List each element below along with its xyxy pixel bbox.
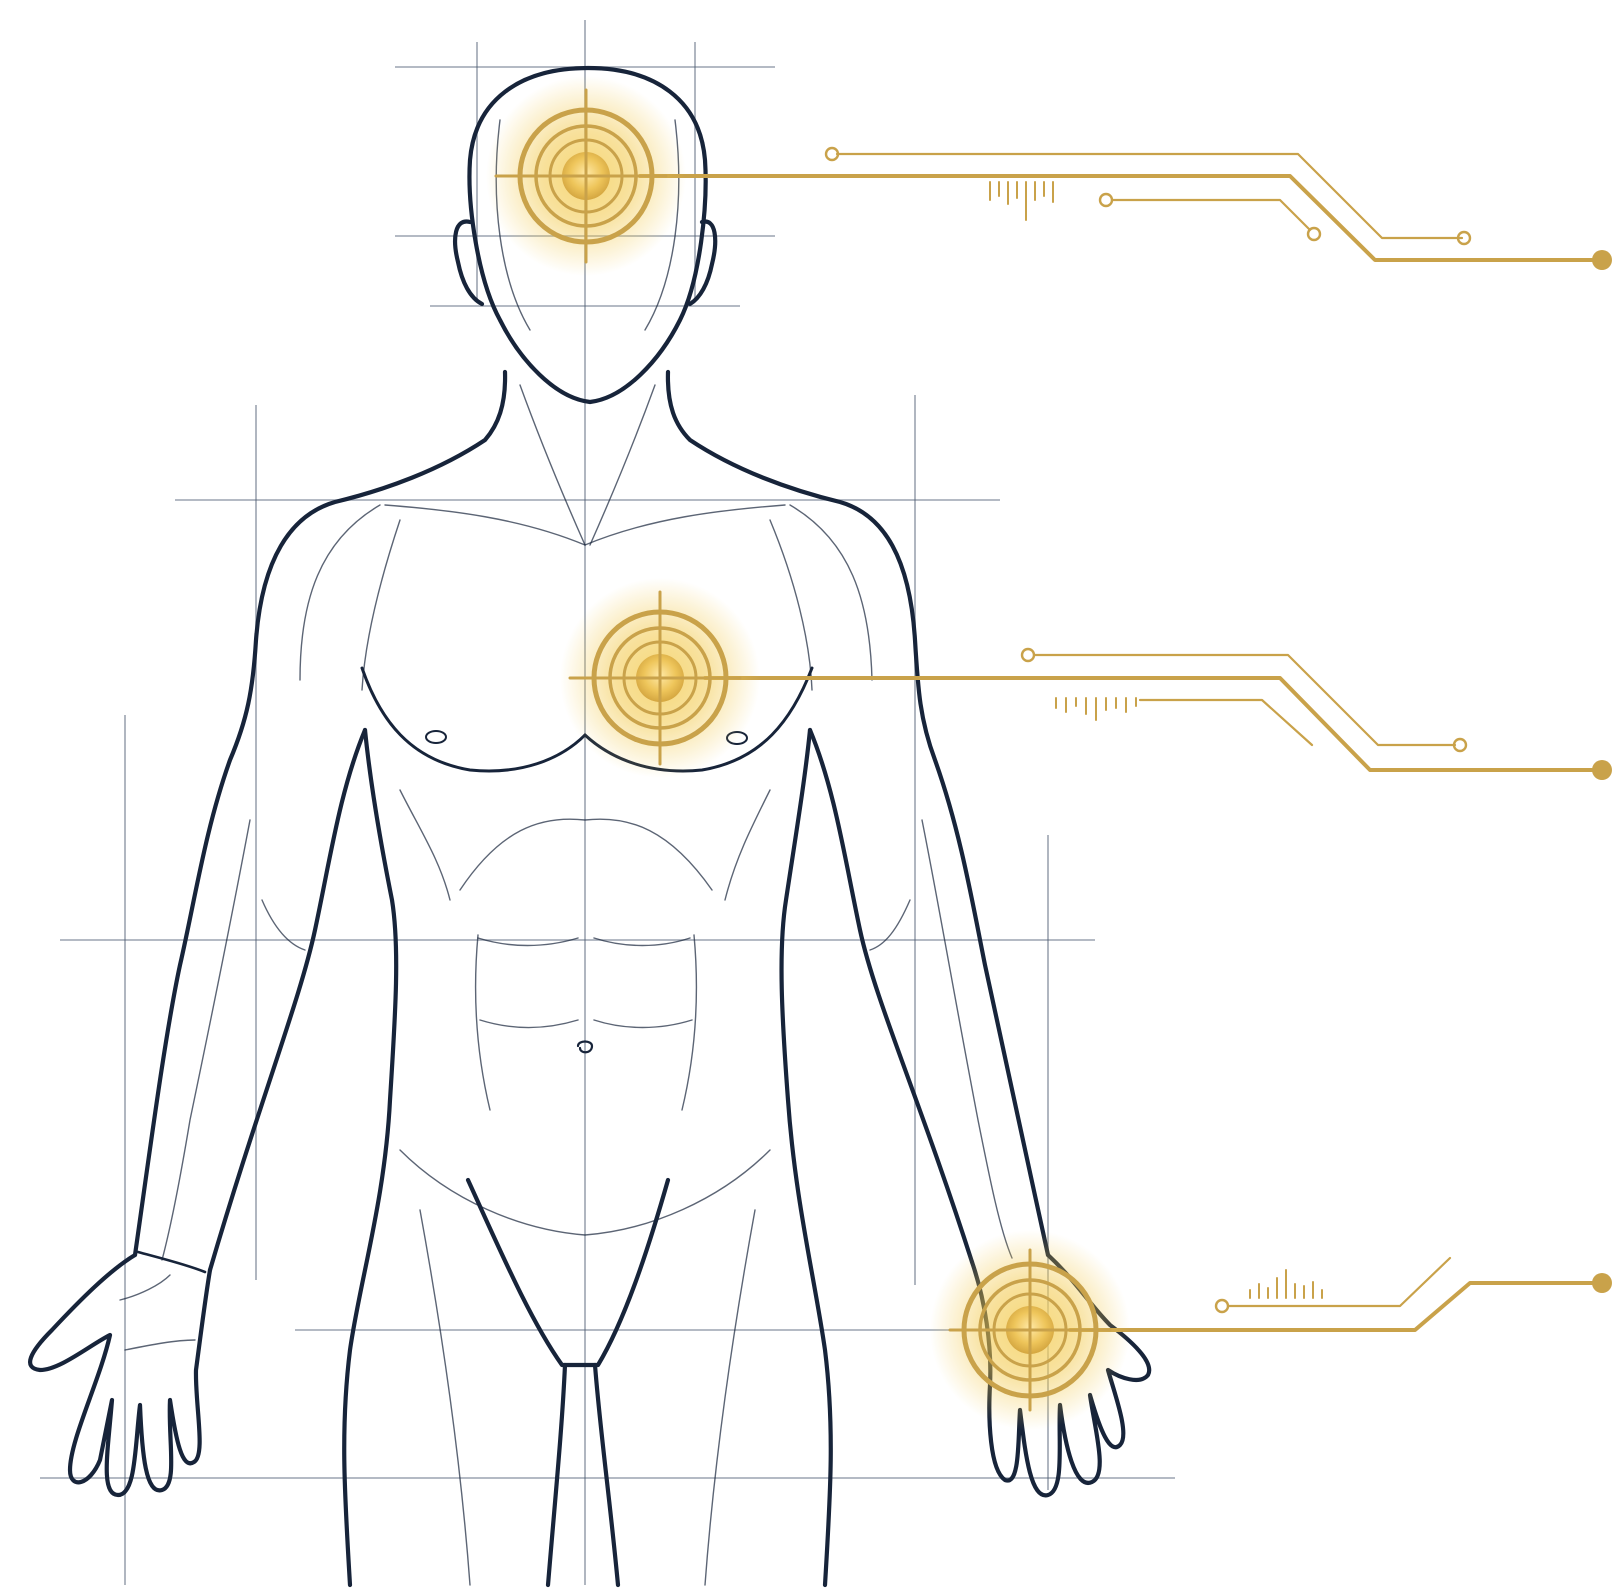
- head-target-marker: [486, 76, 686, 276]
- chest-circuit: [705, 649, 1612, 780]
- circuit-node: [1216, 1300, 1228, 1312]
- serratus: [400, 790, 450, 900]
- abs-row: [480, 1020, 692, 1028]
- deltoid-right: [770, 520, 812, 690]
- head-circuit: [640, 148, 1612, 270]
- circuit-terminal: [1592, 1273, 1612, 1293]
- shoulder-left: [300, 505, 380, 680]
- torso-side-right: [782, 730, 831, 1585]
- nipple-left: [426, 731, 446, 743]
- torso-outline: [668, 372, 1048, 1255]
- circuit-traces: [640, 148, 1612, 1330]
- circuit-node: [1308, 228, 1320, 240]
- wrist-circuit: [1070, 1258, 1612, 1330]
- thigh-left: [420, 1210, 470, 1585]
- neck-muscle: [520, 385, 585, 545]
- torso-side-left: [344, 730, 396, 1585]
- serratus: [725, 790, 770, 900]
- chest-target-marker: [560, 578, 760, 778]
- wrist-target-marker: [930, 1230, 1130, 1430]
- circuit-trace: [640, 176, 1598, 260]
- elbow-right: [870, 900, 910, 950]
- groin: [468, 1180, 668, 1365]
- circuit-trace: [1112, 200, 1310, 230]
- signal-ticks: [990, 182, 1053, 220]
- circuit-terminal: [1592, 250, 1612, 270]
- signal-ticks: [1056, 698, 1136, 720]
- circuit-trace: [1140, 700, 1312, 745]
- circuit-trace: [705, 678, 1598, 770]
- circuit-trace: [1228, 1258, 1450, 1306]
- pec-left: [362, 668, 585, 771]
- abs-upper: [460, 819, 712, 890]
- left-inner-arm: [210, 730, 365, 1270]
- thigh-right: [705, 1210, 755, 1585]
- leg-inner-left: [548, 1365, 565, 1585]
- leg-inner-right: [595, 1365, 618, 1585]
- circuit-terminal: [1592, 760, 1612, 780]
- circuit-node: [1100, 194, 1112, 206]
- deltoid-left: [362, 520, 400, 690]
- neck-muscle: [590, 385, 655, 545]
- right-inner-arm: [810, 730, 972, 1262]
- torso-outline: [135, 372, 505, 1255]
- forearm-left: [162, 820, 250, 1260]
- left-wrist: [138, 1252, 205, 1272]
- left-palm-crease: [120, 1275, 195, 1350]
- circuit-trace: [837, 154, 1462, 238]
- signal-ticks: [1250, 1270, 1322, 1298]
- circuit-node: [1022, 649, 1034, 661]
- elbow-left: [262, 900, 305, 950]
- abs-row: [478, 938, 690, 946]
- shoulder-right: [790, 505, 872, 680]
- left-hand: [30, 1255, 210, 1495]
